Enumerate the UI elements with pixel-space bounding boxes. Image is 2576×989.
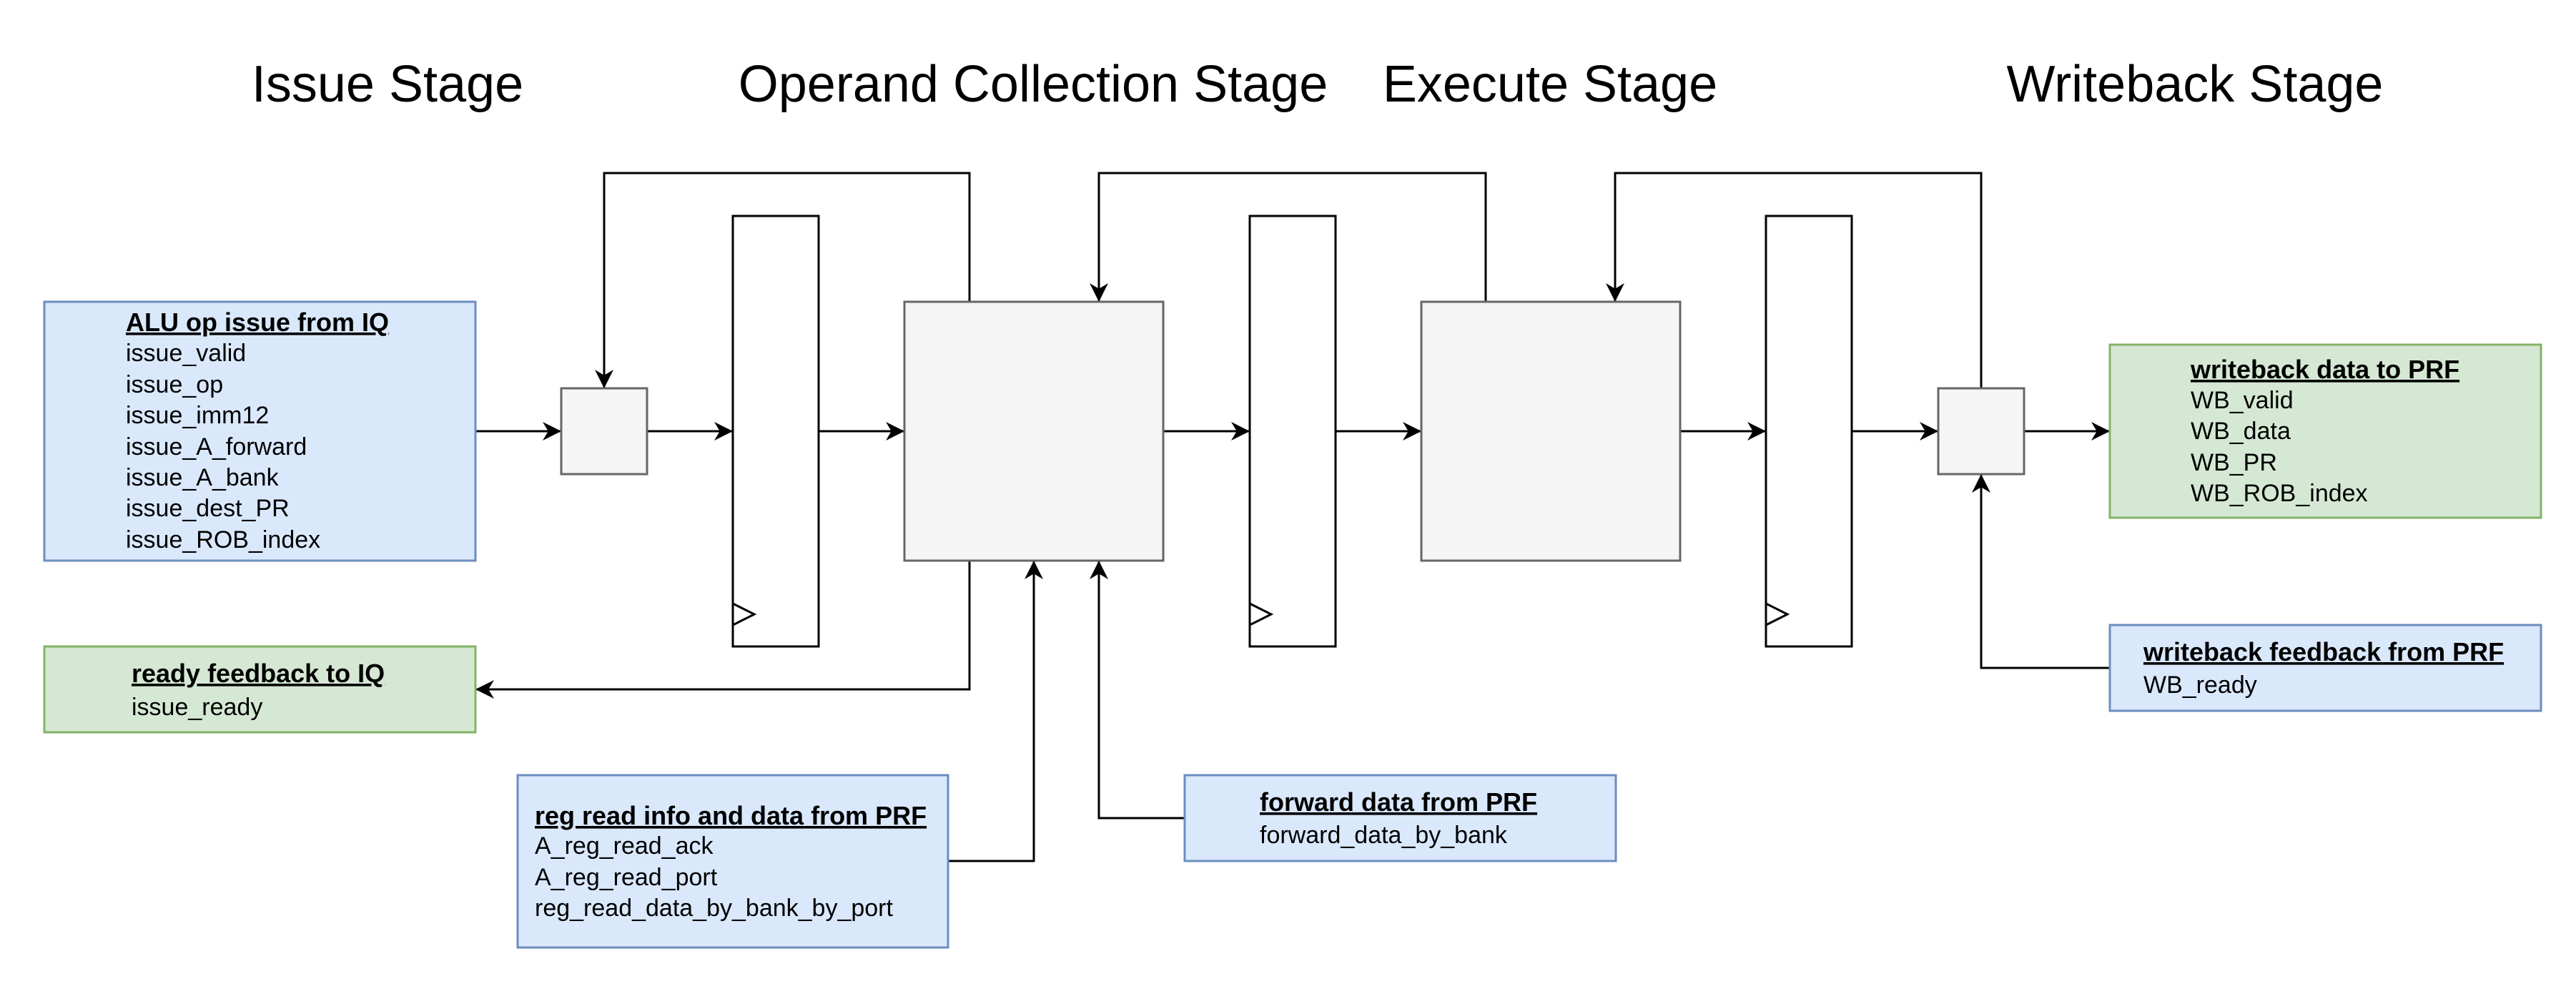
reg-read-box: reg read info and data from PRF A_reg_re…	[516, 774, 949, 949]
wire-wb-feedback-to-mux	[1972, 474, 2110, 669]
writeback-feedback-title: writeback feedback from PRF	[2143, 637, 2504, 666]
writeback-stage-title: Writeback Stage	[2007, 56, 2384, 113]
signal-label: issue_op	[126, 371, 223, 398]
operand-stage-title: Operand Collection Stage	[739, 56, 1328, 113]
reg-read-title: reg read info and data from PRF	[535, 801, 927, 830]
ready-feedback-box: ready feedback to IQ issue_ready	[43, 645, 477, 734]
clock-triangle-icon	[1765, 602, 1790, 626]
signal-label: WB_valid	[2191, 387, 2294, 414]
signal-label: issue_ready	[132, 694, 262, 721]
forward-data-title: forward data from PRF	[1260, 787, 1537, 817]
clock-triangle-icon	[732, 602, 757, 626]
signal-label: issue_A_forward	[126, 433, 307, 461]
signal-label: issue_A_bank	[126, 464, 280, 491]
signal-label: issue_ROB_index	[126, 526, 320, 553]
signal-label: WB_ROB_index	[2191, 480, 2368, 507]
signal-label: issue_dest_PR	[126, 495, 290, 522]
execute-stage-title: Execute Stage	[1383, 56, 1717, 113]
signal-label: WB_ready	[2143, 671, 2257, 699]
ready-feedback-title: ready feedback to IQ	[132, 659, 385, 688]
wire-reg-read-to-operand	[948, 561, 1043, 862]
signal-label: issue_imm12	[126, 402, 269, 429]
forward-data-box: forward data from PRF forward_data_by_ba…	[1183, 774, 1617, 862]
issue-stage-title: Issue Stage	[252, 56, 523, 113]
alu-issue-box: ALU op issue from IQ issue_valid issue_o…	[43, 300, 477, 562]
writeback-data-title: writeback data to PRF	[2190, 355, 2459, 384]
wire-forward-to-operand	[1090, 561, 1185, 820]
wire-operand-feedback-loop	[595, 172, 971, 388]
writeback-feedback-box: writeback feedback from PRF WB_ready	[2108, 624, 2542, 712]
wire-ready-feedback	[475, 561, 971, 699]
wire-execute-feedback-loop	[1090, 172, 1487, 302]
signal-label: WB_PR	[2191, 449, 2277, 476]
signal-label: WB_data	[2191, 418, 2291, 445]
signal-label: reg_read_data_by_bank_by_port	[535, 895, 894, 922]
signal-label: issue_valid	[126, 340, 246, 367]
pipeline-register-1	[731, 215, 820, 648]
operand-collection-block	[903, 300, 1165, 562]
signal-label: A_reg_read_port	[535, 864, 718, 891]
alu-issue-title: ALU op issue from IQ	[126, 307, 389, 337]
wire-wb-feedback-loop	[1606, 172, 1983, 388]
signal-label: forward_data_by_bank	[1260, 822, 1508, 849]
signal-label: A_reg_read_ack	[535, 832, 714, 860]
writeback-mux-block	[1937, 387, 2025, 476]
execute-block	[1420, 300, 1682, 562]
issue-mux-block	[560, 387, 648, 476]
writeback-data-box: writeback data to PRF WB_valid WB_data W…	[2108, 343, 2542, 519]
wires	[475, 172, 2110, 862]
clock-triangle-icon	[1249, 602, 1274, 626]
pipeline-register-2	[1248, 215, 1337, 648]
pipeline-register-3	[1765, 215, 1853, 648]
